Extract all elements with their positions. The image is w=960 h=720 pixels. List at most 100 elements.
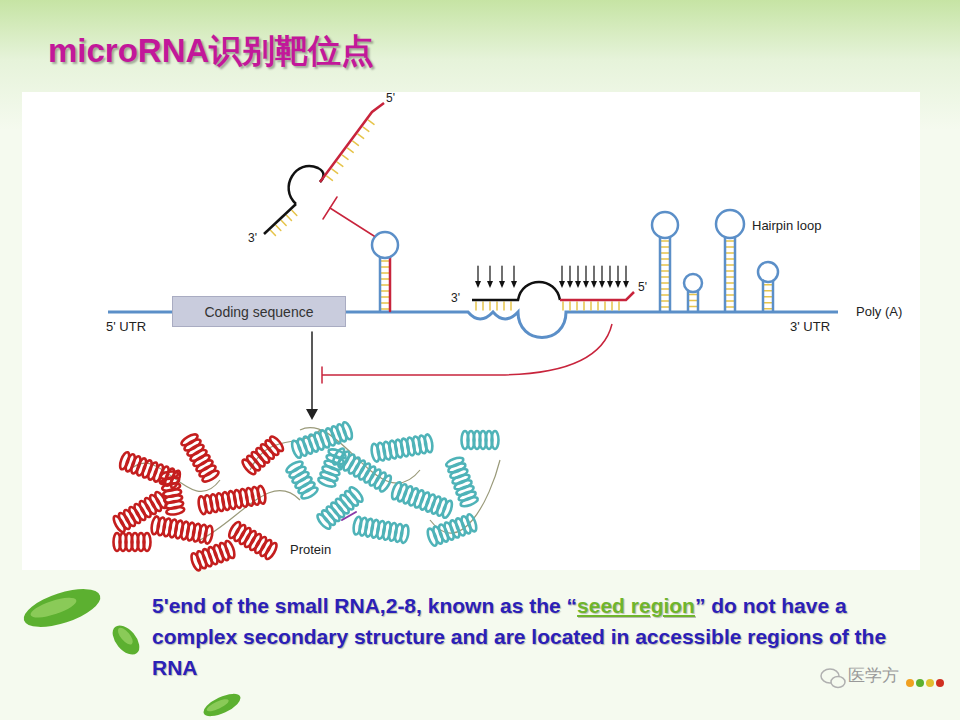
helix-turn	[257, 485, 267, 504]
arrow-shaft	[477, 266, 478, 282]
base-pair	[688, 294, 698, 296]
mirna-strand	[472, 282, 560, 300]
arrow-head	[599, 281, 605, 288]
arrow-shaft	[609, 266, 610, 282]
base-pair	[725, 270, 735, 272]
leaf-highlight	[205, 697, 230, 714]
base-pair	[660, 264, 670, 266]
helix-turn	[341, 421, 354, 440]
base-pair	[660, 294, 670, 296]
base-pair	[763, 302, 773, 304]
arrow-shaft	[625, 266, 626, 282]
figure-label: Protein	[290, 543, 331, 558]
hairpin-stem	[669, 237, 672, 311]
mirna-bulge	[289, 166, 324, 204]
hairpin-loop	[758, 262, 778, 282]
base-pair	[660, 276, 670, 278]
hairpin-stem	[659, 237, 662, 311]
base-pair	[660, 258, 670, 260]
white-panel	[22, 92, 920, 570]
base-pair	[725, 300, 735, 302]
base-pair	[660, 288, 670, 290]
helix-turn	[378, 474, 393, 493]
base-pair	[725, 306, 735, 308]
protein-loop	[430, 460, 500, 533]
arrow-shaft	[585, 266, 586, 282]
strand-end-label: 3'	[451, 292, 460, 306]
base-pair	[510, 302, 512, 310]
base-pair	[725, 258, 735, 260]
base-pair	[342, 155, 348, 159]
arrow-head	[567, 281, 573, 288]
inhibition-bar	[323, 197, 337, 219]
helix-turn	[300, 485, 319, 500]
base-pair	[569, 302, 571, 310]
hairpin-stem	[772, 281, 775, 311]
base-pair	[688, 300, 698, 302]
base-pair	[763, 290, 773, 292]
base-pair	[660, 300, 670, 302]
arrow-head	[583, 281, 589, 288]
helix-turn	[268, 435, 285, 453]
helix-turn	[204, 525, 214, 544]
hairpin-loop	[716, 210, 744, 238]
caption-highlight: seed region	[577, 594, 695, 617]
arrow-head	[511, 281, 517, 288]
alpha-helix	[317, 448, 347, 489]
base-pair	[660, 240, 670, 242]
base-pair	[660, 270, 670, 272]
inhibition-bar	[321, 367, 323, 383]
region-label: 5' UTR	[106, 320, 146, 335]
generated-art	[19, 103, 944, 720]
helix-turn	[201, 469, 220, 484]
dot	[936, 679, 944, 687]
dot	[926, 679, 934, 687]
alpha-helix	[150, 516, 213, 544]
base-pair	[763, 296, 773, 298]
alpha-helix	[315, 485, 364, 530]
dot	[906, 679, 914, 687]
base-pair	[482, 302, 484, 310]
hairpin-stem	[379, 257, 382, 311]
caption-paragraph: 5'end of the small RNA,2-8, known as the…	[152, 590, 914, 683]
alpha-helix	[445, 456, 479, 508]
arrow-head	[559, 281, 565, 288]
helix-turn	[144, 533, 151, 551]
base-pair	[380, 260, 390, 262]
alpha-helix	[390, 481, 453, 519]
alpha-helix	[114, 533, 151, 551]
arrow-shaft	[501, 266, 502, 282]
base-pair	[368, 120, 374, 124]
base-pair	[725, 264, 735, 266]
box-label: Coding sequence	[205, 304, 314, 320]
base-pair	[380, 284, 390, 286]
hairpin-stem	[734, 237, 737, 311]
base-pair	[763, 284, 773, 286]
region-label: Poly (A)	[856, 305, 902, 320]
hairpin-stem	[697, 290, 700, 311]
base-pair	[380, 308, 390, 310]
base-pair	[611, 302, 613, 310]
arrow-head	[499, 281, 505, 288]
arrow-head	[623, 281, 629, 288]
mirna-seed-strand	[320, 103, 384, 182]
base-pair	[583, 302, 585, 310]
base-pair	[496, 302, 498, 310]
base-pair	[489, 302, 491, 310]
base-pair	[348, 148, 354, 152]
base-pair	[725, 294, 735, 296]
base-pair	[763, 308, 773, 310]
arrow-shaft	[513, 266, 514, 282]
helix-turn	[441, 500, 454, 519]
arrow-head	[306, 409, 318, 420]
arrow-head	[475, 281, 481, 288]
base-pair	[597, 302, 599, 310]
alpha-helix	[285, 459, 319, 500]
inhibition-line	[322, 324, 612, 375]
helix-turn	[327, 448, 346, 461]
arrow-shaft	[617, 266, 618, 282]
arrow-head	[607, 281, 613, 288]
base-pair	[604, 302, 606, 310]
strand-end-label: 3'	[248, 232, 257, 246]
caption-text: 5'end of the small RNA,2-8, known as the…	[152, 594, 577, 617]
